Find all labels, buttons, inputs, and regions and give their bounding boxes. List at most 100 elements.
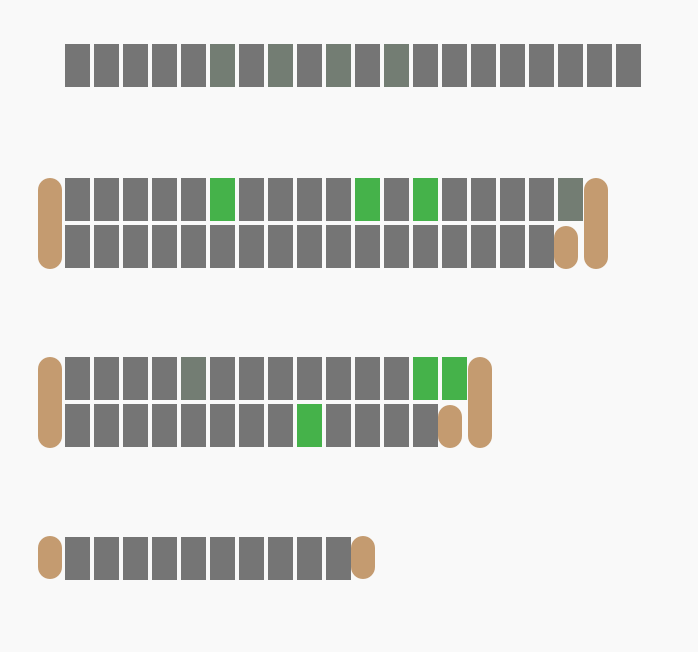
seat-available[interactable] <box>181 178 206 221</box>
seat-available[interactable] <box>384 404 409 447</box>
seat-available[interactable] <box>268 178 293 221</box>
seat-available[interactable] <box>181 404 206 447</box>
seat-available[interactable] <box>442 44 467 87</box>
seat-dimmed[interactable] <box>268 44 293 87</box>
seat-dimmed[interactable] <box>181 357 206 400</box>
seat-available[interactable] <box>123 357 148 400</box>
seat-available[interactable] <box>181 537 206 580</box>
seat-available[interactable] <box>355 357 380 400</box>
seat-available[interactable] <box>239 404 264 447</box>
seat-available[interactable] <box>471 225 496 268</box>
seat-available[interactable] <box>326 537 351 580</box>
seat-available[interactable] <box>297 357 322 400</box>
seat-available[interactable] <box>471 44 496 87</box>
seat-available[interactable] <box>384 178 409 221</box>
seat-available[interactable] <box>65 404 90 447</box>
seat-available[interactable] <box>123 404 148 447</box>
end-cap-inner <box>438 405 462 448</box>
seat-available[interactable] <box>152 44 177 87</box>
seat-available[interactable] <box>123 225 148 268</box>
seat-available[interactable] <box>210 404 235 447</box>
seat-available[interactable] <box>268 404 293 447</box>
seat-available[interactable] <box>239 225 264 268</box>
seat-available[interactable] <box>326 178 351 221</box>
seat-available[interactable] <box>94 537 119 580</box>
seat-available[interactable] <box>65 357 90 400</box>
seat-available[interactable] <box>384 225 409 268</box>
seat-available[interactable] <box>326 357 351 400</box>
seat-available[interactable] <box>529 225 554 268</box>
seat-available[interactable] <box>152 537 177 580</box>
seat-available[interactable] <box>297 44 322 87</box>
end-cap-left <box>38 357 62 448</box>
seat-available[interactable] <box>268 225 293 268</box>
seat-available[interactable] <box>529 44 554 87</box>
seat-available[interactable] <box>268 537 293 580</box>
seat-dimmed[interactable] <box>384 44 409 87</box>
seat-available[interactable] <box>297 537 322 580</box>
end-cap-left <box>38 536 62 579</box>
seat-available[interactable] <box>616 44 641 87</box>
seat-available[interactable] <box>152 357 177 400</box>
seat-available[interactable] <box>123 178 148 221</box>
seat-available[interactable] <box>65 44 90 87</box>
seat-available[interactable] <box>268 357 293 400</box>
seat-available[interactable] <box>181 44 206 87</box>
seat-available[interactable] <box>587 44 612 87</box>
seat-available[interactable] <box>65 225 90 268</box>
seat-available[interactable] <box>152 404 177 447</box>
seat-available[interactable] <box>442 178 467 221</box>
seat-available[interactable] <box>210 225 235 268</box>
seat-available[interactable] <box>152 225 177 268</box>
seat-available[interactable] <box>94 357 119 400</box>
seat-available[interactable] <box>500 178 525 221</box>
seat-available[interactable] <box>413 404 438 447</box>
seat-available[interactable] <box>65 178 90 221</box>
seat-available[interactable] <box>94 404 119 447</box>
seat-available[interactable] <box>500 44 525 87</box>
seat-available[interactable] <box>181 225 206 268</box>
seat-available[interactable] <box>355 44 380 87</box>
seat-available[interactable] <box>442 225 467 268</box>
seat-available[interactable] <box>355 404 380 447</box>
seat-available[interactable] <box>123 44 148 87</box>
seat-available[interactable] <box>384 357 409 400</box>
end-cap-right <box>468 357 492 448</box>
seat-available[interactable] <box>500 225 525 268</box>
seat-selected[interactable] <box>297 404 322 447</box>
seat-available[interactable] <box>210 537 235 580</box>
seat-dimmed[interactable] <box>558 178 583 221</box>
seat-available[interactable] <box>239 537 264 580</box>
seat-available[interactable] <box>239 357 264 400</box>
seat-selected[interactable] <box>442 357 467 400</box>
seat-available[interactable] <box>210 357 235 400</box>
seat-available[interactable] <box>152 178 177 221</box>
seat-available[interactable] <box>413 225 438 268</box>
end-cap-right <box>351 536 375 579</box>
seat-available[interactable] <box>239 178 264 221</box>
seat-available[interactable] <box>558 44 583 87</box>
seat-available[interactable] <box>355 225 380 268</box>
seat-available[interactable] <box>326 225 351 268</box>
seat-selected[interactable] <box>355 178 380 221</box>
end-cap-right <box>584 178 608 269</box>
seat-available[interactable] <box>471 178 496 221</box>
seat-available[interactable] <box>326 404 351 447</box>
seat-available[interactable] <box>123 537 148 580</box>
seat-selected[interactable] <box>413 357 438 400</box>
seat-available[interactable] <box>413 44 438 87</box>
seat-available[interactable] <box>94 44 119 87</box>
seat-selected[interactable] <box>210 178 235 221</box>
seat-dimmed[interactable] <box>210 44 235 87</box>
seat-dimmed[interactable] <box>326 44 351 87</box>
seat-selected[interactable] <box>413 178 438 221</box>
seat-available[interactable] <box>297 225 322 268</box>
seat-available[interactable] <box>94 178 119 221</box>
seat-available[interactable] <box>529 178 554 221</box>
seat-available[interactable] <box>65 537 90 580</box>
end-cap-inner <box>554 226 578 269</box>
seat-available[interactable] <box>297 178 322 221</box>
seat-available[interactable] <box>94 225 119 268</box>
seat-available[interactable] <box>239 44 264 87</box>
